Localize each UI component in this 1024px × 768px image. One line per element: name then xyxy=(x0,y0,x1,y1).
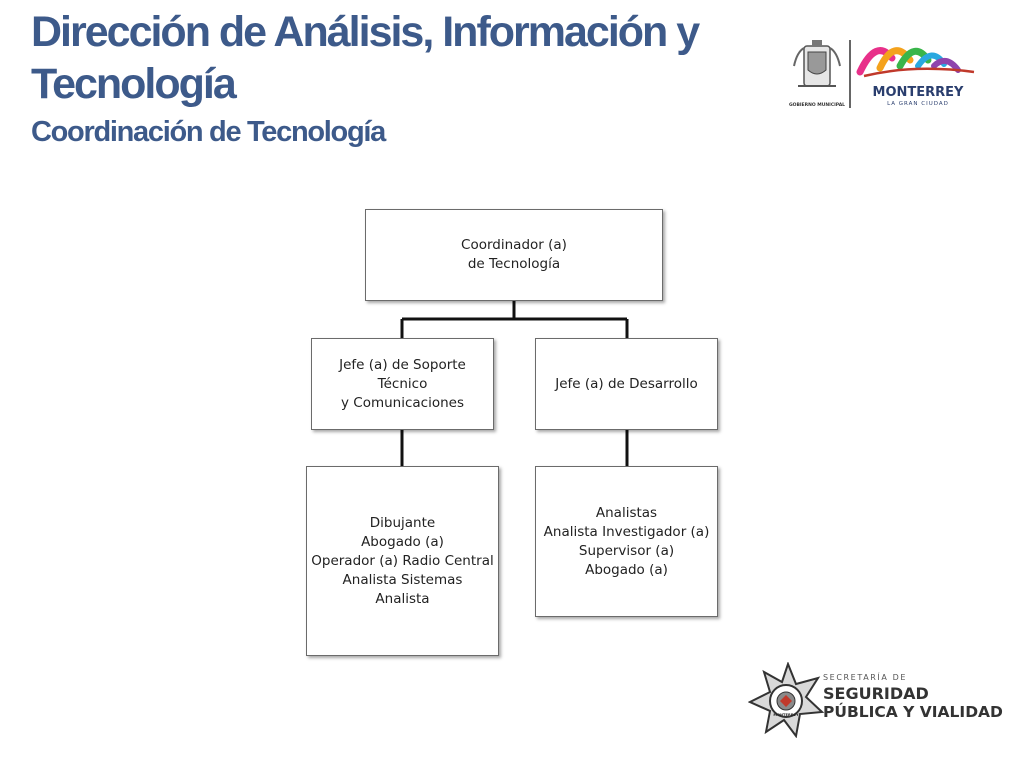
staff-item: Analista Investigador (a) xyxy=(543,523,710,540)
staff-item: Analista xyxy=(375,590,430,607)
staff-item: Dibujante xyxy=(369,514,436,531)
org-box-staff-desarrollo: Analistas Analista Investigador (a) Supe… xyxy=(535,466,718,617)
police-badge-icon: MONTERREY xyxy=(748,662,825,738)
staff-item: Abogado (a) xyxy=(585,561,668,578)
org-box-jefe-desarrollo: Jefe (a) de Desarrollo xyxy=(535,338,718,430)
badge-text: MONTERREY xyxy=(773,713,799,717)
org-box-line: Jefe (a) de Desarrollo xyxy=(555,375,698,392)
city-name: MONTERREY xyxy=(873,85,965,100)
org-box-jefe-soporte: Jefe (a) de Soporte Técnico y Comunicaci… xyxy=(311,338,494,430)
page-title-line-2: Tecnología xyxy=(31,60,237,108)
staff-item: Analista Sistemas xyxy=(342,571,463,588)
org-box-line: Coordinador (a) xyxy=(461,237,567,253)
page-title-line-1: Dirección de Análisis, Información y xyxy=(31,8,700,56)
staff-item: Abogado (a) xyxy=(361,533,444,550)
municipal-logos: GOBIERNO MUNICIPAL MONTERREY LA GRAN CIU… xyxy=(789,40,975,108)
org-box-line: de Tecnología xyxy=(467,256,561,272)
secretaria-line-2: PÚBLICA Y VIALIDAD xyxy=(823,702,1003,721)
staff-item: Operador (a) Radio Central xyxy=(311,552,494,569)
org-box-line: Jefe (a) de Soporte xyxy=(339,356,466,373)
staff-item: Supervisor (a) xyxy=(578,542,675,559)
city-tagline: LA GRAN CIUDAD xyxy=(887,101,949,107)
secretaria-line-1: SEGURIDAD xyxy=(823,684,929,703)
staff-item: Analistas xyxy=(595,504,658,521)
org-box-staff-soporte: Dibujante Abogado (a) Operador (a) Radio… xyxy=(306,466,499,656)
page-subtitle: Coordinación de Tecnología xyxy=(31,116,386,148)
secretaria-small: SECRETARÍA DE xyxy=(823,671,907,682)
org-box-line: Técnico xyxy=(377,375,428,392)
org-box-coordinador: Coordinador (a) de Tecnología xyxy=(365,209,663,301)
municipal-seal-icon xyxy=(793,40,841,87)
municipal-caption: GOBIERNO MUNICIPAL xyxy=(789,102,845,108)
page-title: Dirección de Análisis, Información y Tec… xyxy=(31,6,771,110)
monterrey-hills-icon xyxy=(856,47,975,78)
org-box-line: y Comunicaciones xyxy=(340,394,464,411)
secretaria-logo: MONTERREY SECRETARÍA DE SEGURIDAD PÚBLIC… xyxy=(748,662,1003,738)
